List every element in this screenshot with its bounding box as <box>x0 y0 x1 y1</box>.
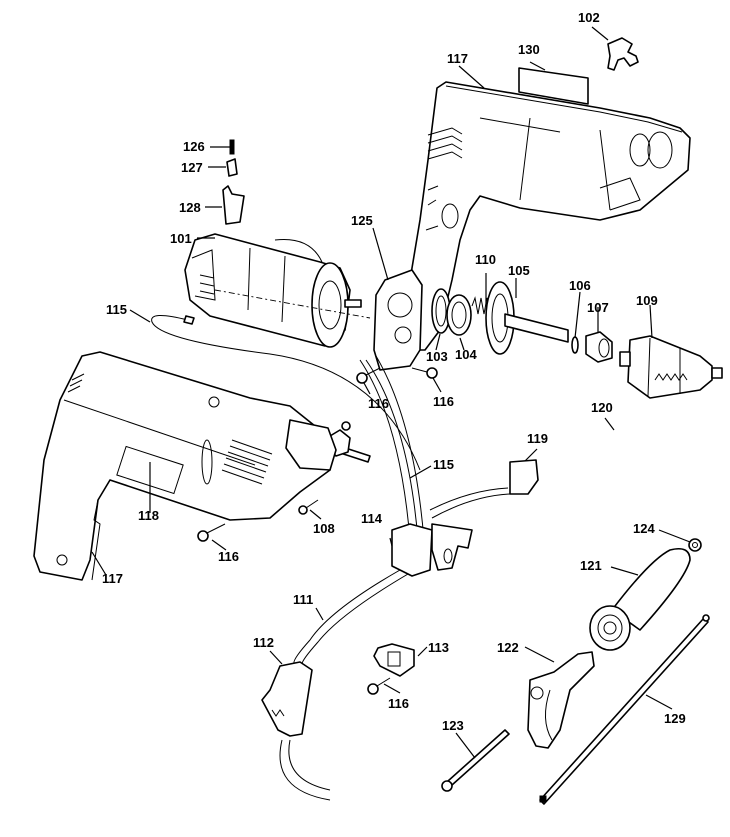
part-130-nameplate[interactable] <box>518 67 589 105</box>
part-129-depth-rod[interactable] <box>539 614 710 805</box>
part-116-screw-c[interactable] <box>197 523 226 542</box>
label-122: 122 <box>497 640 519 655</box>
part-116-screw-b[interactable] <box>411 367 438 379</box>
label-116-a: 116 <box>368 396 389 411</box>
label-128: 128 <box>179 200 201 215</box>
part-115-lead-wires[interactable] <box>359 355 511 541</box>
part-107-bearing[interactable] <box>585 331 613 363</box>
part-122-handle-clamp[interactable] <box>527 651 595 749</box>
part-101-motor[interactable] <box>184 233 371 348</box>
part-117-housing-left[interactable] <box>33 351 337 581</box>
part-109-chuck[interactable] <box>619 335 723 399</box>
label-125: 125 <box>351 213 373 228</box>
label-102: 102 <box>578 10 600 25</box>
label-115-top: 115 <box>106 302 127 317</box>
part-125-gear-plate[interactable] <box>373 269 423 371</box>
part-115-lead-wire-upper[interactable] <box>151 315 421 471</box>
label-117-bottom: 117 <box>102 571 123 586</box>
label-114: 114 <box>361 511 383 526</box>
part-113-cord-clamp[interactable] <box>373 643 415 677</box>
label-113: 113 <box>428 640 449 655</box>
label-104: 104 <box>455 347 477 362</box>
label-126: 126 <box>183 139 205 154</box>
label-115-mid: 115 <box>433 457 454 472</box>
label-124: 124 <box>633 521 655 536</box>
part-116-screw-a[interactable] <box>356 367 381 384</box>
label-109: 109 <box>636 293 658 308</box>
part-128-brush-holder[interactable] <box>222 185 245 225</box>
label-101: 101 <box>170 231 192 246</box>
label-116-b: 116 <box>433 394 454 409</box>
label-116-d: 116 <box>388 696 409 711</box>
part-102-clip[interactable] <box>607 37 639 71</box>
label-120: 120 <box>591 400 613 415</box>
part-123-bolt[interactable] <box>441 729 510 792</box>
part-111-power-cord[interactable] <box>279 569 409 801</box>
label-105: 105 <box>508 263 530 278</box>
part-105-spindle-gear[interactable] <box>485 281 569 355</box>
part-114-switch[interactable] <box>391 523 473 577</box>
label-108: 108 <box>313 521 335 536</box>
label-123: 123 <box>442 718 464 733</box>
label-117-top: 117 <box>447 51 468 66</box>
label-118: 118 <box>138 508 159 523</box>
part-121-side-handle[interactable] <box>589 547 691 651</box>
part-104-bearing-retainer[interactable] <box>446 294 472 336</box>
part-108-screw[interactable] <box>298 499 319 515</box>
label-103: 103 <box>426 349 448 364</box>
leader-lines <box>91 26 691 759</box>
label-127: 127 <box>181 160 203 175</box>
part-126-brush-spring[interactable] <box>229 139 235 155</box>
label-107: 107 <box>587 300 609 315</box>
label-116-c: 116 <box>218 549 239 564</box>
part-116-screw-d[interactable] <box>367 677 391 695</box>
part-127-carbon-brush[interactable] <box>226 158 238 177</box>
part-labels: 102 130 117 126 127 128 101 125 110 105 … <box>102 10 686 733</box>
part-124-nut[interactable] <box>688 538 702 552</box>
label-111: 111 <box>293 592 313 607</box>
label-106: 106 <box>569 278 591 293</box>
label-119: 119 <box>527 431 548 446</box>
part-106-retaining-ring[interactable] <box>571 336 579 354</box>
part-112-cord-protector[interactable] <box>261 661 313 737</box>
label-130: 130 <box>518 42 540 57</box>
label-121: 121 <box>580 558 602 573</box>
label-110: 110 <box>475 252 496 267</box>
label-112: 112 <box>253 635 274 650</box>
label-129: 129 <box>664 711 686 726</box>
part-119-connector[interactable] <box>509 459 539 495</box>
